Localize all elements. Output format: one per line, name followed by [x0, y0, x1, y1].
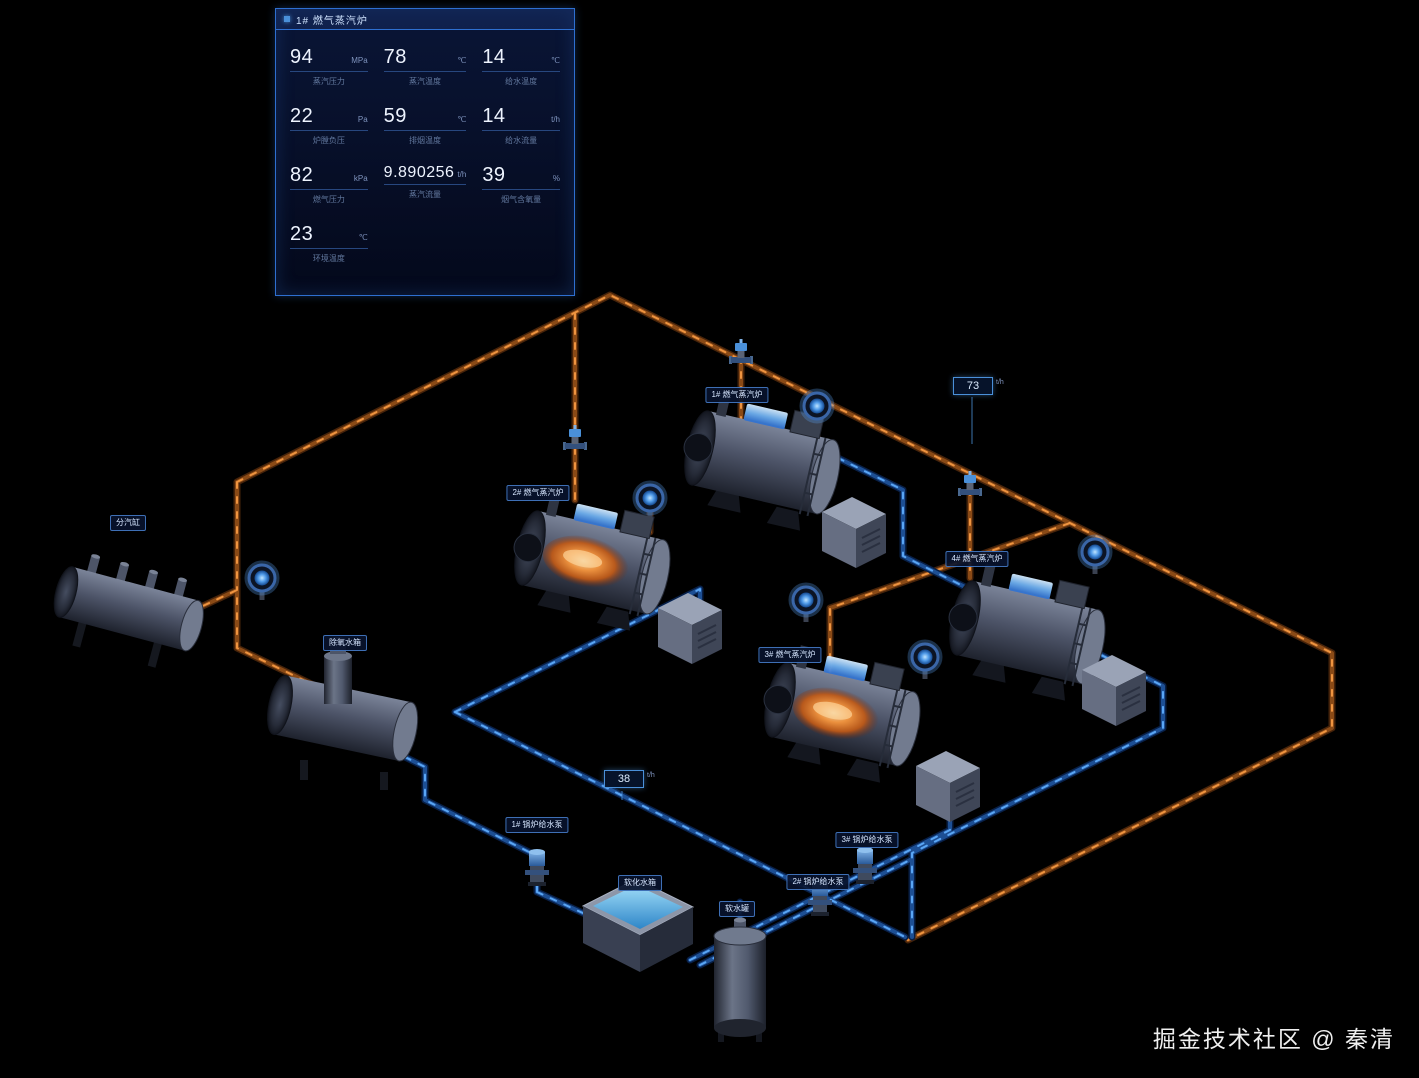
tag-pump2: 2# 锅炉给水泵 [786, 874, 850, 890]
stat-label: 环境温度 [312, 254, 345, 263]
watermark-text: 掘金技术社区 @ 秦清 [1152, 1026, 1395, 1052]
softwater-vessel[interactable] [713, 917, 767, 1043]
tag-pump3: 3# 锅炉给水泵 [835, 832, 899, 848]
stat-feedwater-flow: 14 t/h 给水流量 [482, 105, 560, 146]
panel-header: 1# 燃气蒸汽炉 [276, 9, 574, 30]
boiler-2-fire-glow [542, 535, 634, 589]
tag-boiler3: 3# 燃气蒸汽炉 [758, 647, 822, 663]
flow-badge-left-value: 38 [604, 770, 644, 788]
stat-unit: Pa [357, 115, 368, 124]
stat-unit: MPa [351, 56, 368, 65]
pressure-gauge-mid[interactable] [911, 643, 939, 679]
control-cabinet-2[interactable] [657, 592, 723, 665]
control-cabinet-3[interactable] [915, 750, 981, 823]
stat-label: 给水流量 [505, 136, 538, 145]
boiler-data-panel: 1# 燃气蒸汽炉 94 MPa 蒸汽压力 78 ℃ 蒸汽温度 14 ℃ 给水温度 22… [275, 8, 575, 296]
stat-value: 14 [482, 46, 506, 68]
pressure-gauge-boiler4[interactable] [1081, 538, 1109, 574]
steam-valve-boiler1[interactable] [729, 339, 753, 364]
flow-badge-right-value: 73 [953, 377, 993, 395]
stat-unit: ℃ [457, 56, 467, 65]
steam-header-manifold[interactable] [43, 547, 212, 677]
tag-boiler2: 2# 燃气蒸汽炉 [506, 485, 570, 501]
stat-gas-pressure: 82 kPa 燃气压力 [290, 164, 368, 205]
water-pipes [401, 454, 1167, 969]
stat-value: 14 [482, 105, 506, 127]
flow-badge-right-unit: t/h [996, 379, 1004, 386]
stat-unit: % [552, 174, 560, 183]
stat-furnace-pressure: 22 Pa 炉膛负压 [290, 105, 368, 146]
stat-unit: t/h [551, 115, 560, 124]
boiler-3[interactable] [750, 638, 932, 790]
boiler-3-fire-glow [792, 687, 884, 741]
panel-body: 94 MPa 蒸汽压力 78 ℃ 蒸汽温度 14 ℃ 给水温度 22 Pa 炉膛负压 5… [276, 30, 574, 270]
stat-value: 94 [290, 46, 314, 68]
stat-value: 9.890256 [383, 164, 455, 181]
panel-title: 1# 燃气蒸汽炉 [296, 15, 368, 27]
boiler-2[interactable] [500, 486, 682, 638]
tag-boiler4: 4# 燃气蒸汽炉 [945, 551, 1009, 567]
stat-value: 59 [383, 105, 407, 127]
stat-feedwater-temp: 14 ℃ 给水温度 [482, 46, 560, 87]
stat-steam-pressure: 94 MPa 蒸汽压力 [290, 46, 368, 87]
stat-label: 炉膛负压 [312, 136, 345, 145]
stat-label: 燃气压力 [312, 195, 345, 204]
steam-valve-boiler2[interactable] [563, 425, 587, 450]
stat-label: 给水温度 [505, 77, 538, 86]
stat-value: 22 [290, 105, 314, 127]
tag-basin: 软化水箱 [618, 875, 662, 891]
tag-pump1: 1# 锅炉给水泵 [505, 817, 569, 833]
control-cabinet-1[interactable] [821, 496, 887, 569]
stat-steam-temp: 78 ℃ 蒸汽温度 [383, 46, 467, 87]
stat-label: 蒸汽流量 [408, 190, 441, 199]
tag-boiler1: 1# 燃气蒸汽炉 [705, 387, 769, 403]
stat-unit: kPa [353, 174, 368, 183]
control-cabinet-4[interactable] [1081, 654, 1147, 727]
panel-title-icon [284, 16, 290, 22]
flow-badge-left-unit: t/h [647, 772, 655, 779]
stat-ambient-temp: 23 ℃ 环境温度 [290, 223, 368, 264]
pressure-gauge-header[interactable] [248, 564, 276, 600]
deaerator-tank[interactable] [263, 637, 422, 790]
stat-unit: ℃ [358, 233, 368, 242]
stat-value: 23 [290, 223, 314, 245]
stat-label: 蒸汽压力 [312, 77, 345, 86]
softwater-basin[interactable] [581, 878, 695, 972]
stat-value: 82 [290, 164, 314, 186]
stat-unit: t/h [457, 170, 467, 179]
stat-unit: ℃ [551, 56, 560, 65]
stat-label: 蒸汽温度 [408, 77, 441, 86]
tag-header: 分汽缸 [110, 515, 146, 531]
tag-deaerator: 除氧水箱 [323, 635, 367, 651]
stat-label: 烟气含氧量 [501, 195, 542, 204]
stat-label: 排烟温度 [408, 136, 441, 145]
stat-value: 39 [482, 164, 506, 186]
tag-tank: 软水罐 [719, 901, 755, 917]
flow-badge-right: 73 t/h [953, 377, 1004, 395]
badge-leader-lines [621, 397, 973, 800]
stat-oxygen: 39% 烟气含氧量 [482, 164, 560, 205]
pressure-gauge-boiler3[interactable] [792, 586, 820, 622]
stat-unit: ℃ [457, 115, 467, 124]
flow-badge-left: 38 t/h [604, 770, 655, 788]
stat-value: 78 [383, 46, 407, 68]
stat-exhaust-temp: 59 ℃ 排烟温度 [383, 105, 467, 146]
